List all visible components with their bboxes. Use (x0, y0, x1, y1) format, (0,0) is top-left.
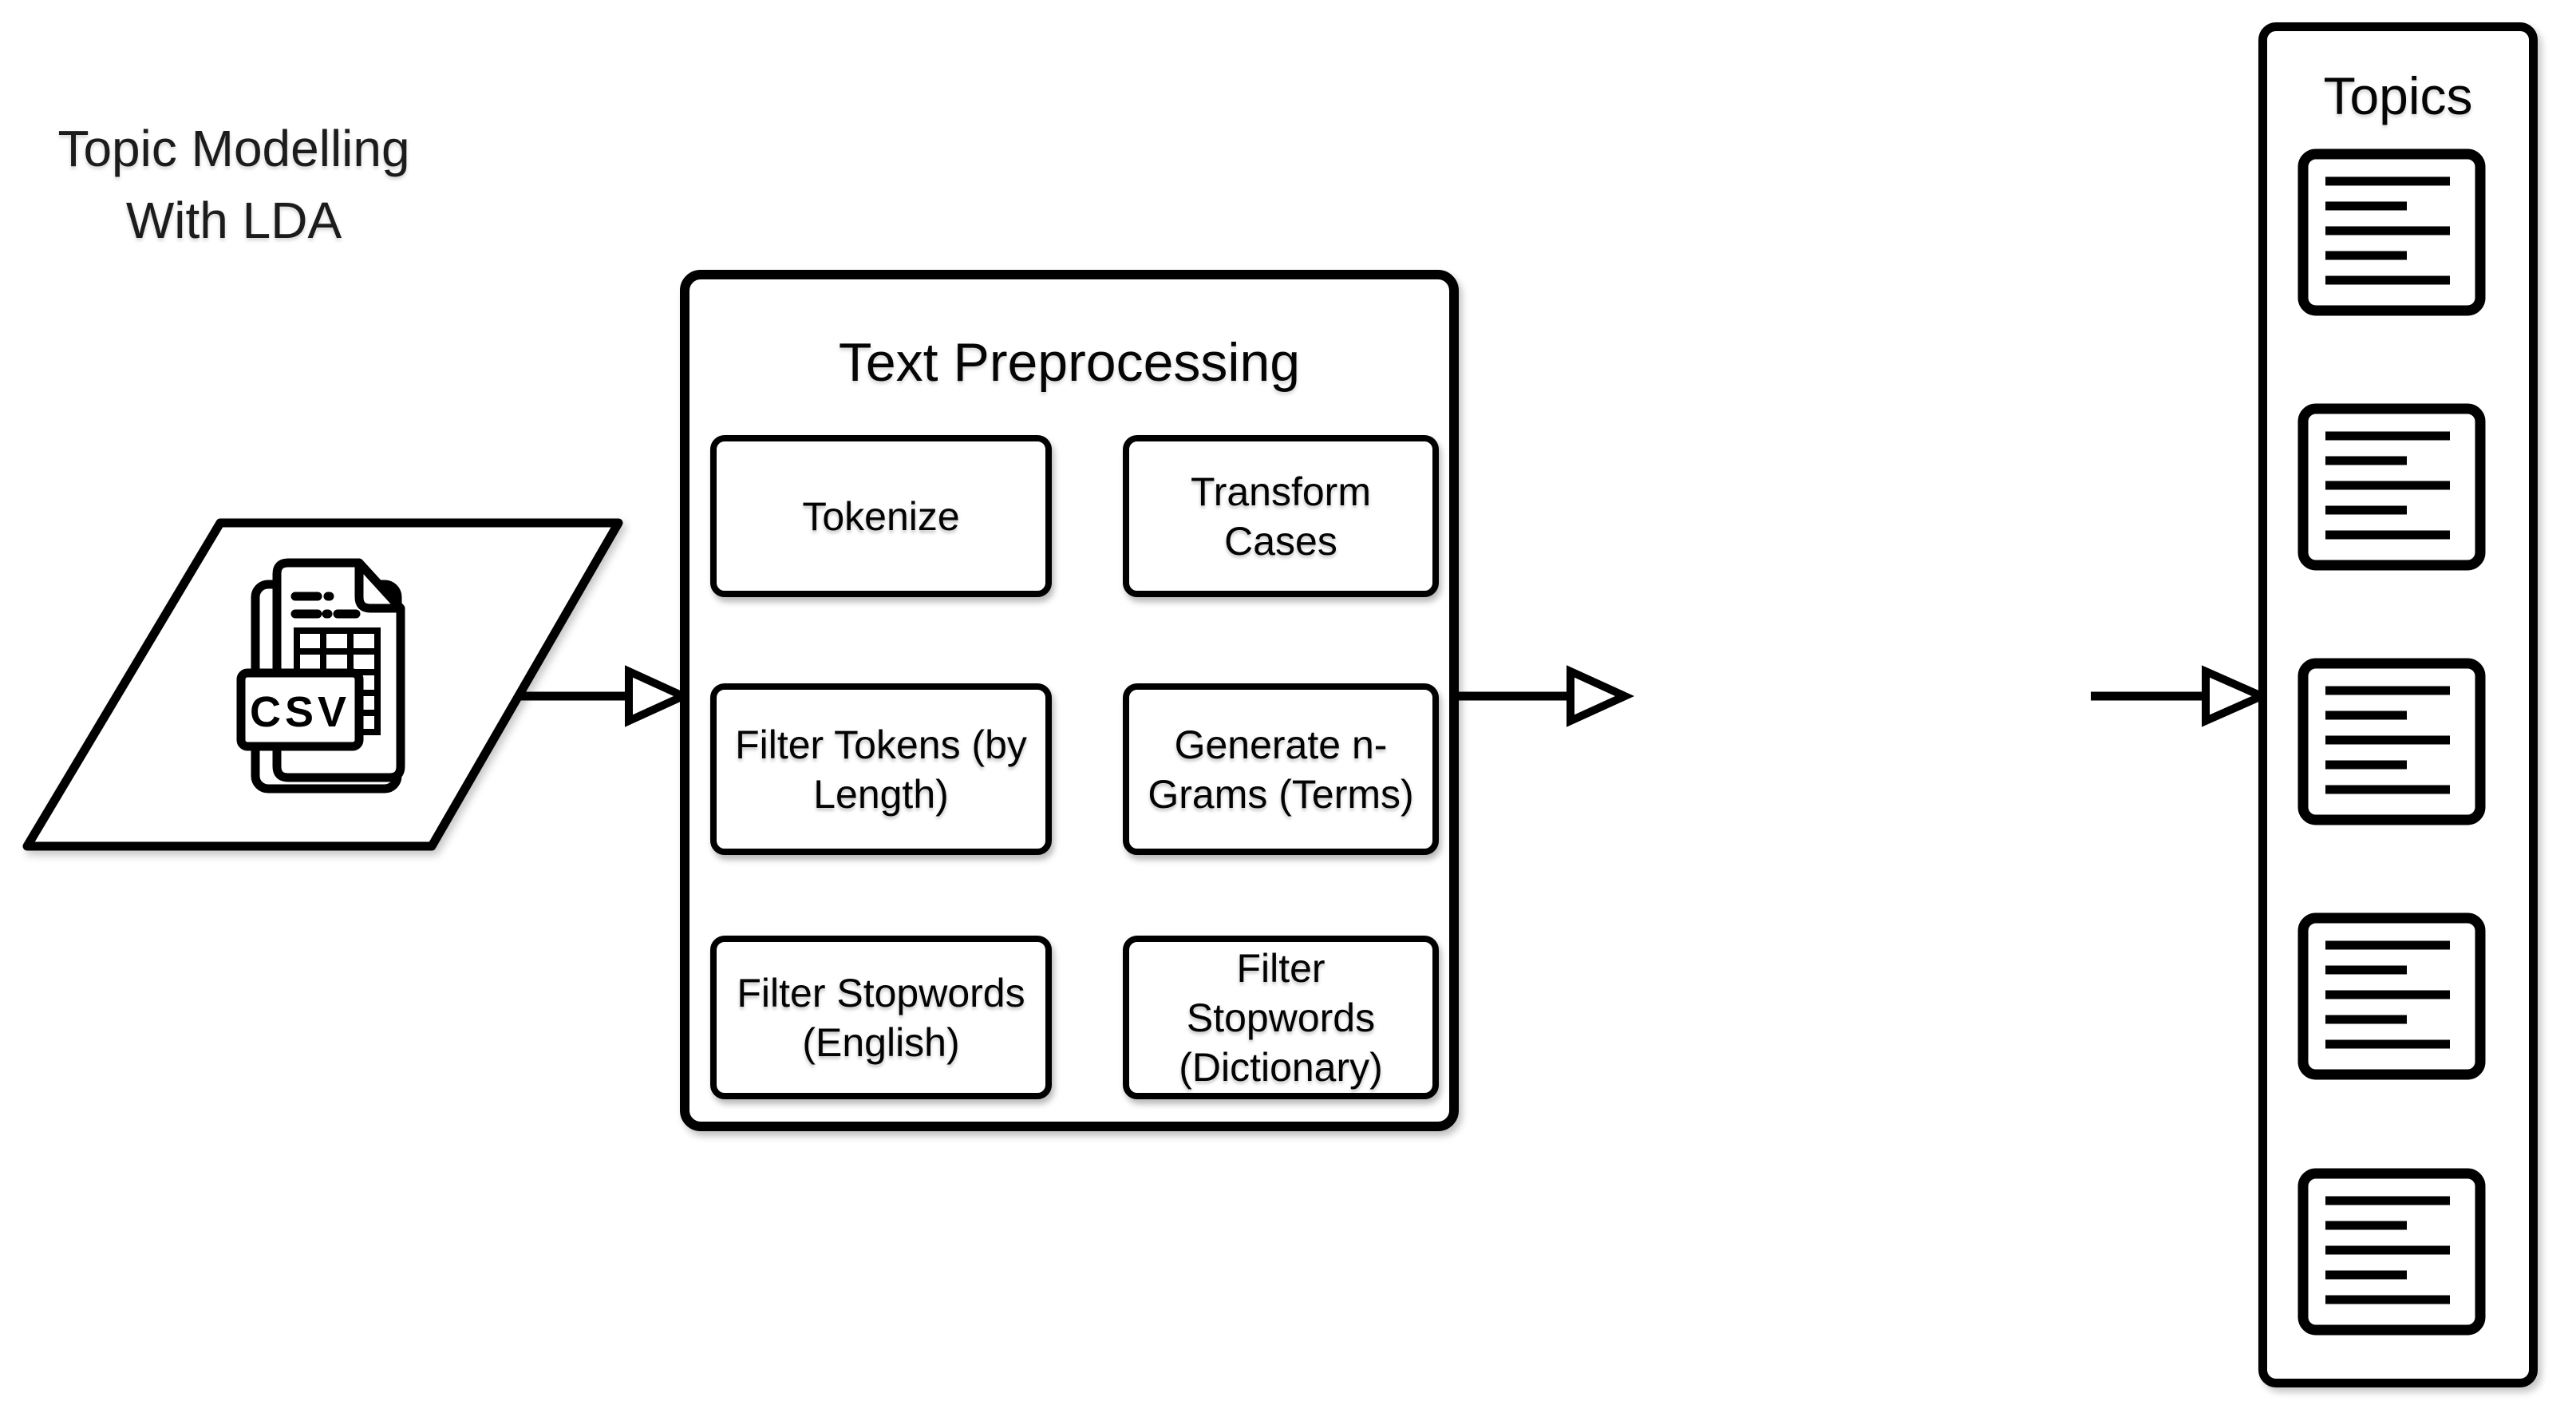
arrow-preprocessing-to-modelling (1459, 665, 1635, 727)
csv-text-lines-icon (290, 592, 361, 619)
step-tokenize: Tokenize (710, 435, 1052, 597)
csv-badge-label: CSV (250, 688, 350, 736)
step-generate-n-grams: Generate n- Grams (Terms) (1123, 683, 1439, 855)
step-filter-stopwords-dictionary: Filter Stopwords (Dictionary) (1123, 936, 1439, 1099)
step-filter-stopwords-english: Filter Stopwords (English) (710, 936, 1052, 1099)
topics-title: Topics (2323, 66, 2473, 125)
topic-document-icon (2297, 912, 2486, 1080)
text-preprocessing-title: Text Preprocessing (838, 332, 1301, 393)
step-transform-cases: Transform Cases (1123, 435, 1439, 597)
step-filter-tokens-by-length: Filter Tokens (by Length) (710, 683, 1052, 855)
arrow-modelling-to-topics (2091, 665, 2272, 727)
csv-file-icon: CSV (236, 558, 405, 794)
topic-document-icon (2297, 148, 2486, 316)
topic-document-icon (2297, 658, 2486, 825)
topic-document-icon (2297, 1168, 2486, 1336)
topic-modelling-node: Topic Modelling With LDA (57, 120, 410, 249)
topic-document-icon (2297, 403, 2486, 571)
arrow-source-to-preprocessing (517, 665, 693, 727)
